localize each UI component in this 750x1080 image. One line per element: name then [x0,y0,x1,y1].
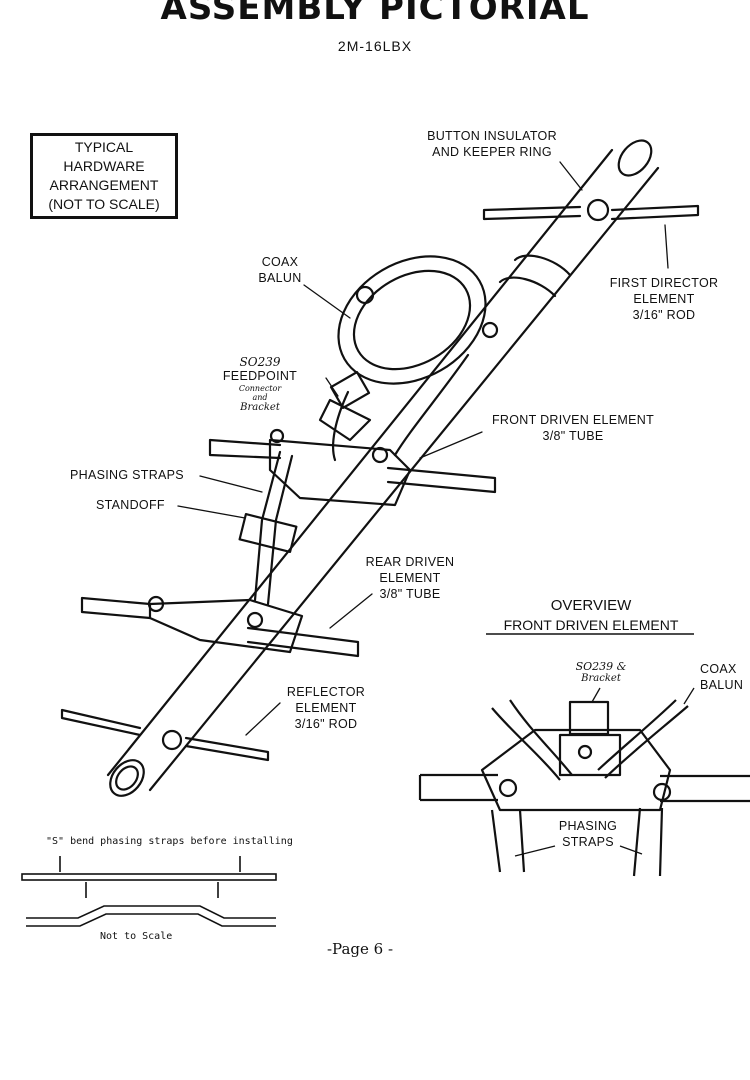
hardware-box-line: TYPICAL [74,139,134,155]
hardware-box-line: ARRANGEMENT [49,177,159,193]
strap-note-scale: Not to Scale [100,931,173,942]
button-insulator-label: BUTTON INSULATOR AND KEEPER RING [412,128,572,160]
standoff-label: STANDOFF [96,498,165,512]
label-line: COAX [700,662,737,676]
page-number: -Page 6 - [326,940,394,958]
label-line: BALUN [700,678,744,692]
hardware-arrangement-box: TYPICAL HARDWARE ARRANGEMENT (NOT TO SCA… [30,133,178,219]
overview-drawing [418,687,750,877]
label-line: ELEMENT [633,292,695,306]
boom [106,139,660,797]
feedpoint-label: SO239 FEEDPOINT Connector and Bracket [210,356,310,414]
label-line: FRONT DRIVEN ELEMENT [491,413,655,427]
reflector-label: REFLECTOR ELEMENT 3/16" ROD [276,684,376,732]
page-title: ASSEMBLY PICTORIAL [160,0,590,28]
overview-coax-balun-label: COAX BALUN [700,661,750,693]
label-line: AND KEEPER RING [432,145,552,159]
label-line: FEEDPOINT [222,369,298,383]
label-line: PHASING [558,819,618,833]
rear-driven-label: REAR DRIVEN ELEMENT 3/8" TUBE [360,554,460,602]
label-line: 3/8" TUBE [542,429,604,443]
label-line: REFLECTOR [286,685,366,699]
label-line: Bracket [240,402,280,413]
label-line: Bracket [581,673,621,684]
strap-note-text: "S" bend phasing straps before installin… [46,836,293,847]
phasing-straps [238,450,298,606]
overview-subtitle: FRONT DRIVEN ELEMENT [503,617,679,633]
front-driven-label: FRONT DRIVEN ELEMENT 3/8" TUBE [478,412,668,444]
label-line: and [252,393,268,402]
reflector-rod [60,708,270,762]
label-line: Connector [238,384,282,393]
coax-balun-loop [332,255,499,462]
label-line: BALUN [258,271,302,285]
rear-driven-element [80,595,360,658]
label-line: REAR DRIVEN [365,555,455,569]
label-line: SO239 & [575,660,627,673]
coax-balun-label: COAX BALUN [248,254,312,286]
overview-so239-label: SO239 & Bracket [556,661,646,685]
label-line: SO239 [239,355,281,369]
feedpoint-connector [318,371,372,442]
first-director-label: FIRST DIRECTOR ELEMENT 3/16" ROD [608,275,720,323]
director-rod [482,198,700,222]
label-line: 3/16" ROD [294,717,358,731]
label-line: COAX [261,255,299,269]
overview-phasing-straps-label: PHASING STRAPS [548,818,628,850]
front-driven-element [208,428,497,507]
label-line: 3/16" ROD [632,308,696,322]
label-line: FIRST DIRECTOR [609,276,719,290]
hardware-box-line: (NOT TO SCALE) [48,196,160,212]
overview-title: OVERVIEW [550,597,632,614]
label-line: STRAPS [562,835,614,849]
strap-diagram [21,856,277,927]
leader-lines [177,161,669,736]
hardware-box-line: HARDWARE [63,158,145,174]
model-number: 2M-16LBX [337,38,413,54]
label-line: BUTTON INSULATOR [427,129,557,143]
label-line: 3/8" TUBE [379,587,441,601]
phasing-straps-label: PHASING STRAPS [70,468,184,482]
label-line: ELEMENT [379,571,441,585]
label-line: ELEMENT [295,701,357,715]
